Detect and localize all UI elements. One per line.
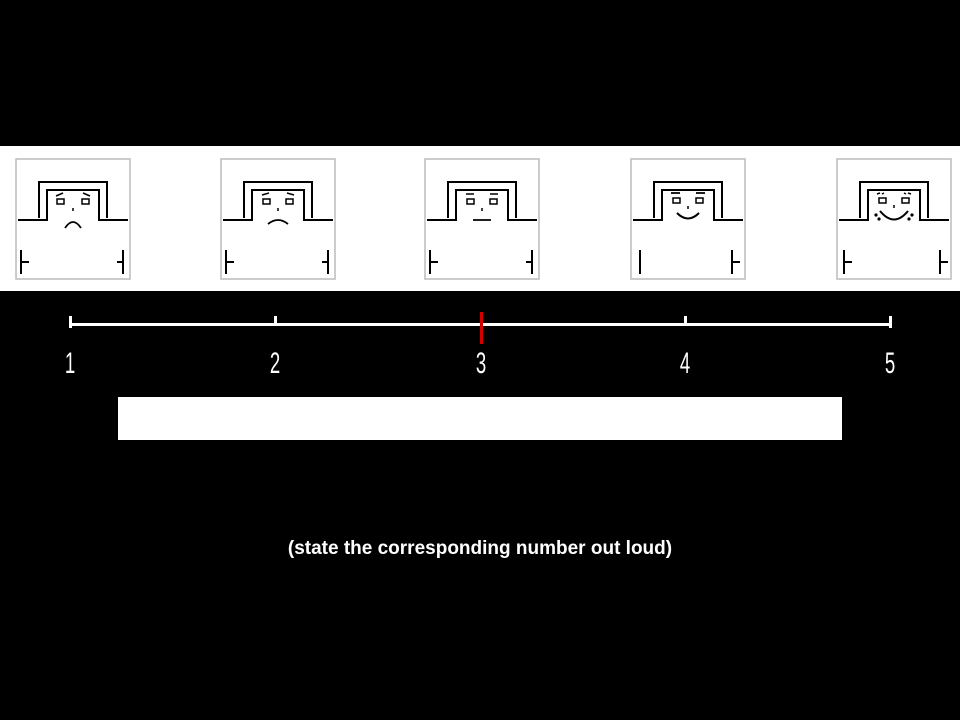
selected-value-marker[interactable] [480, 312, 483, 344]
scale-tick-2[interactable] [274, 316, 277, 326]
very-sad-face-icon[interactable] [15, 158, 131, 280]
scale-label-1[interactable]: 1 [64, 347, 76, 380]
very-happy-face-icon[interactable] [836, 158, 952, 280]
face-rating-row [0, 146, 960, 291]
scale-label-5[interactable]: 5 [884, 347, 896, 380]
sad-face-icon[interactable] [220, 158, 336, 280]
scale-label-2[interactable]: 2 [269, 347, 281, 380]
scale-tick-4[interactable] [684, 316, 687, 326]
scale-label-3[interactable]: 3 [475, 347, 487, 380]
instruction-text: (state the corresponding number out loud… [287, 538, 673, 559]
happy-face-icon[interactable] [630, 158, 746, 280]
neutral-face-icon[interactable] [424, 158, 540, 280]
scale-tick-1[interactable] [69, 316, 72, 328]
rating-scale[interactable]: 1 2 3 4 5 [0, 300, 960, 390]
scale-tick-5[interactable] [889, 316, 892, 328]
scale-label-4[interactable]: 4 [679, 347, 691, 380]
answer-input[interactable] [118, 397, 842, 440]
